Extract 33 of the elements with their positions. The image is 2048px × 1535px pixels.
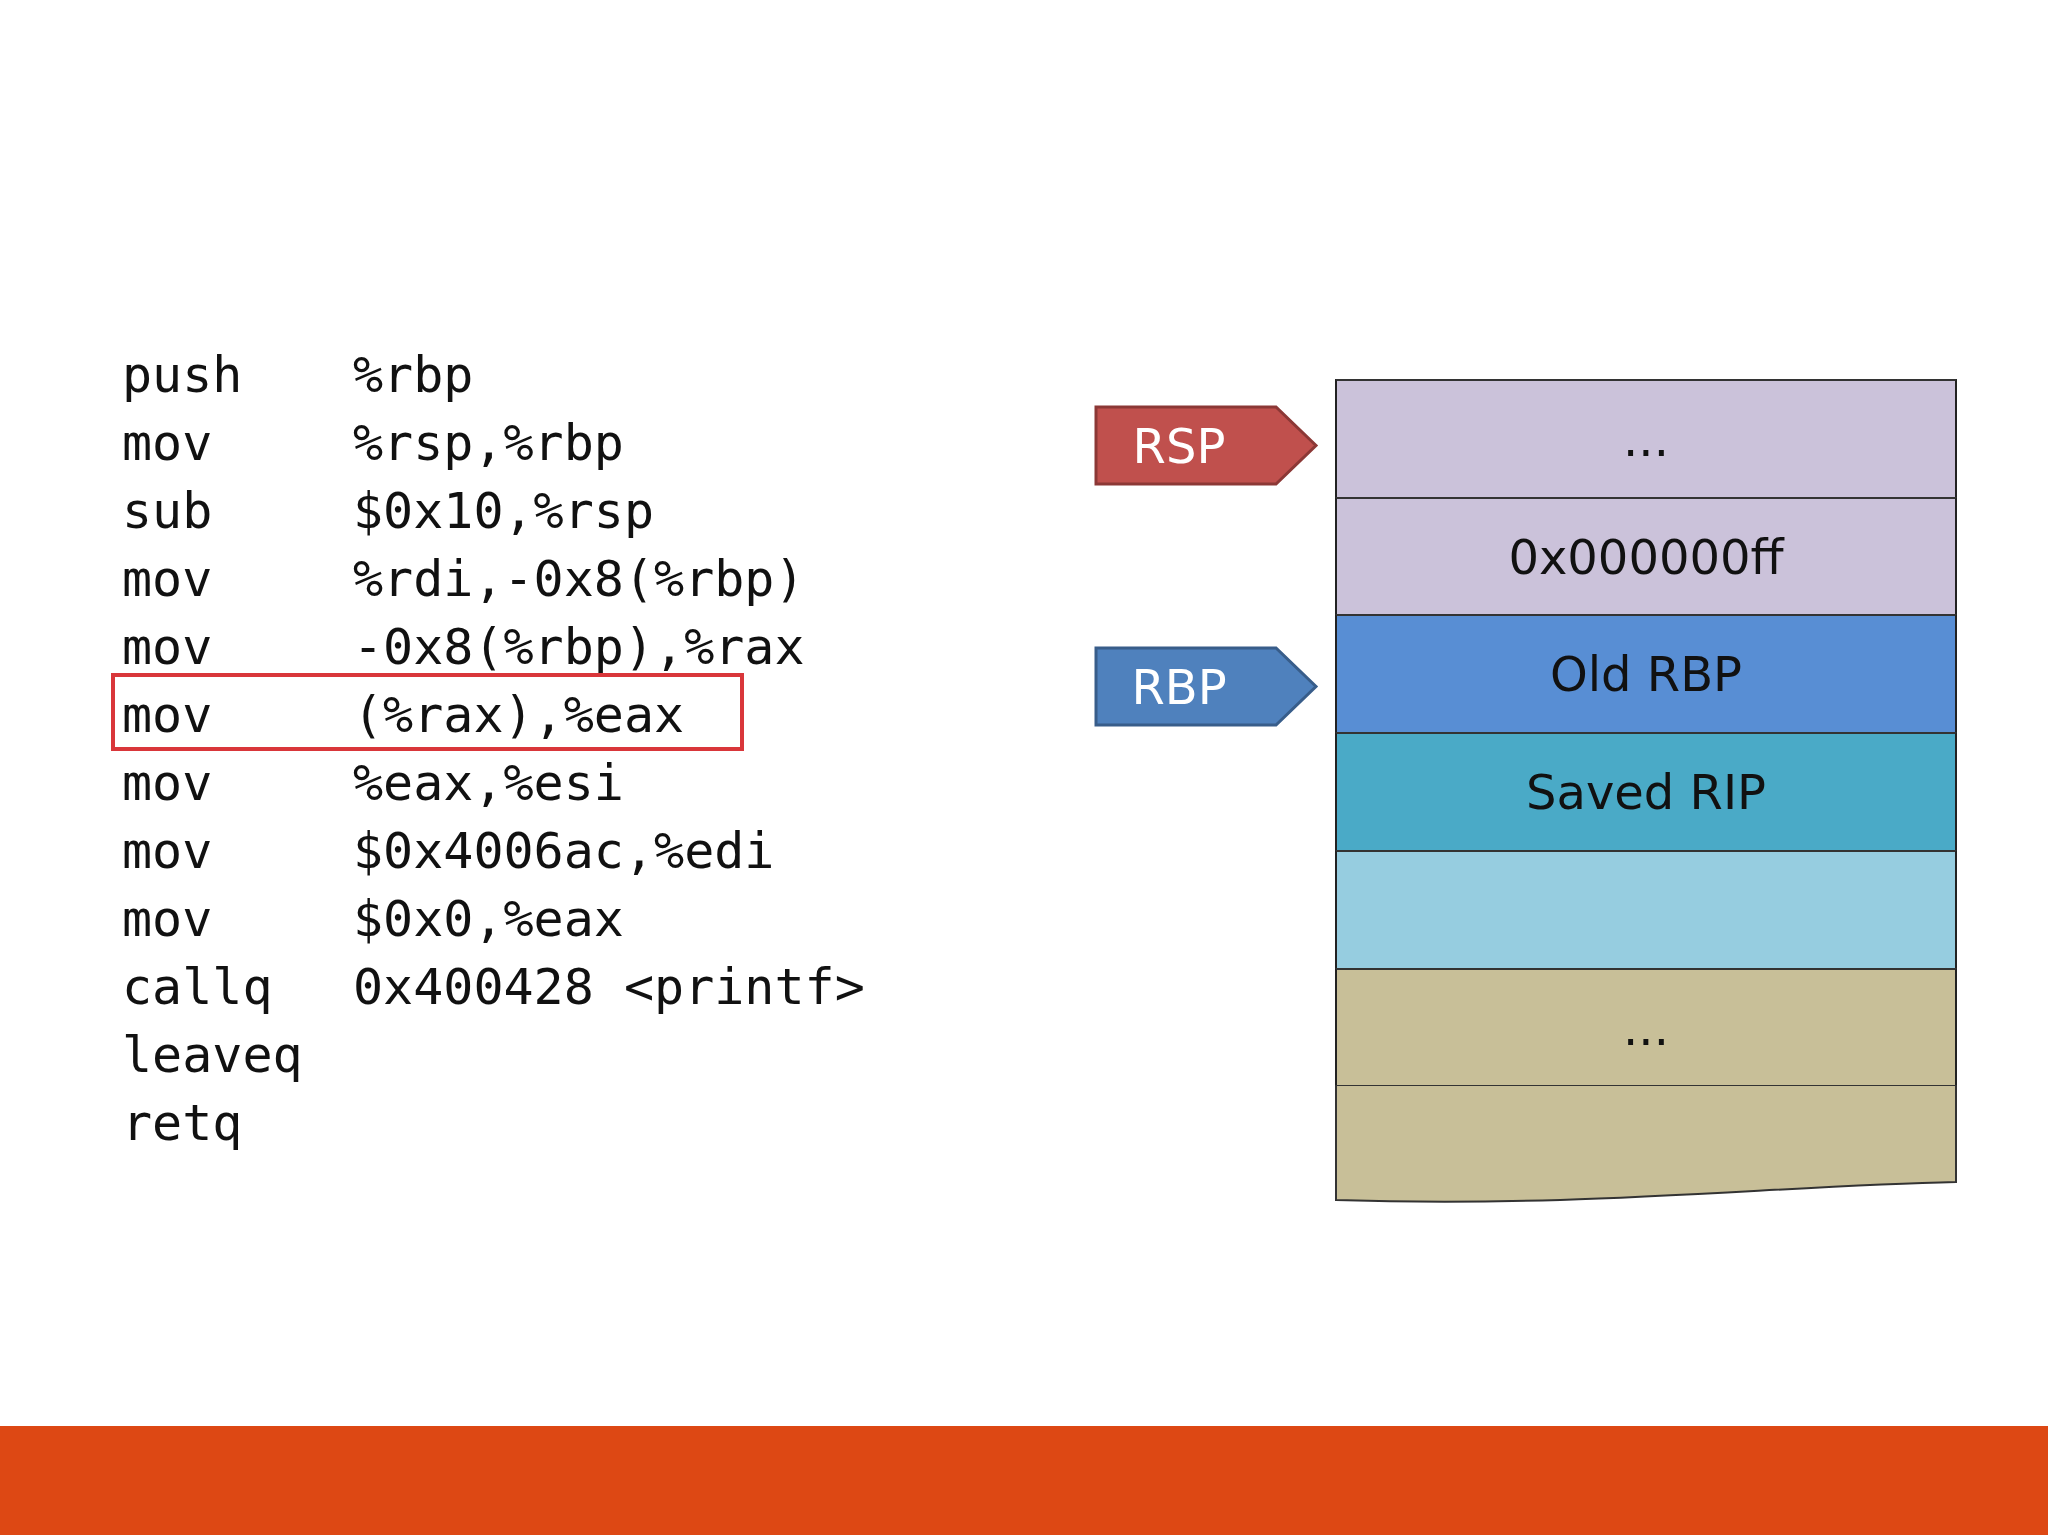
- instruction-text: mov: [122, 821, 213, 881]
- instruction-text: mov: [122, 617, 213, 677]
- operand-text: %rsp,%rbp: [353, 413, 624, 473]
- instruction-text: mov: [122, 753, 213, 813]
- instruction-text: callq: [122, 957, 273, 1017]
- operand-text: %rdi,-0x8(%rbp): [353, 549, 805, 609]
- operand-text: %rbp: [353, 345, 474, 405]
- instruction-text: mov: [122, 685, 213, 745]
- instruction-text: push: [122, 345, 243, 405]
- highlight-box: [111, 673, 744, 751]
- instruction-text: retq: [122, 1093, 243, 1153]
- instruction-text: mov: [122, 413, 213, 473]
- operand-text: $0x0,%eax: [353, 889, 624, 949]
- operand-text: (%rax),%eax: [353, 685, 685, 745]
- stack-slot: Old RBP: [1335, 614, 1957, 732]
- register-label: RBP: [1130, 657, 1228, 717]
- pointer-tag: [1094, 405, 1319, 486]
- operand-text: $0x10,%rsp: [353, 481, 655, 541]
- stack-slot: 0x000000ff: [1335, 497, 1957, 614]
- instruction-text: sub: [122, 481, 213, 541]
- register-label: RSP: [1131, 416, 1227, 476]
- operand-text: 0x400428 <printf>: [353, 957, 865, 1017]
- stack-slot: ...: [1335, 968, 1957, 1085]
- instruction-text: leaveq: [122, 1025, 303, 1085]
- operand-text: $0x4006ac,%edi: [353, 821, 775, 881]
- pointer-tag: [1094, 646, 1319, 727]
- stack-slot: [1335, 850, 1957, 968]
- stack-slot: ...: [1335, 379, 1957, 497]
- operand-text: %eax,%esi: [353, 753, 624, 813]
- stack-slot: Saved RIP: [1335, 732, 1957, 850]
- operand-text: -0x8(%rbp),%rax: [353, 617, 805, 677]
- instruction-text: mov: [122, 889, 213, 949]
- instruction-text: mov: [122, 549, 213, 609]
